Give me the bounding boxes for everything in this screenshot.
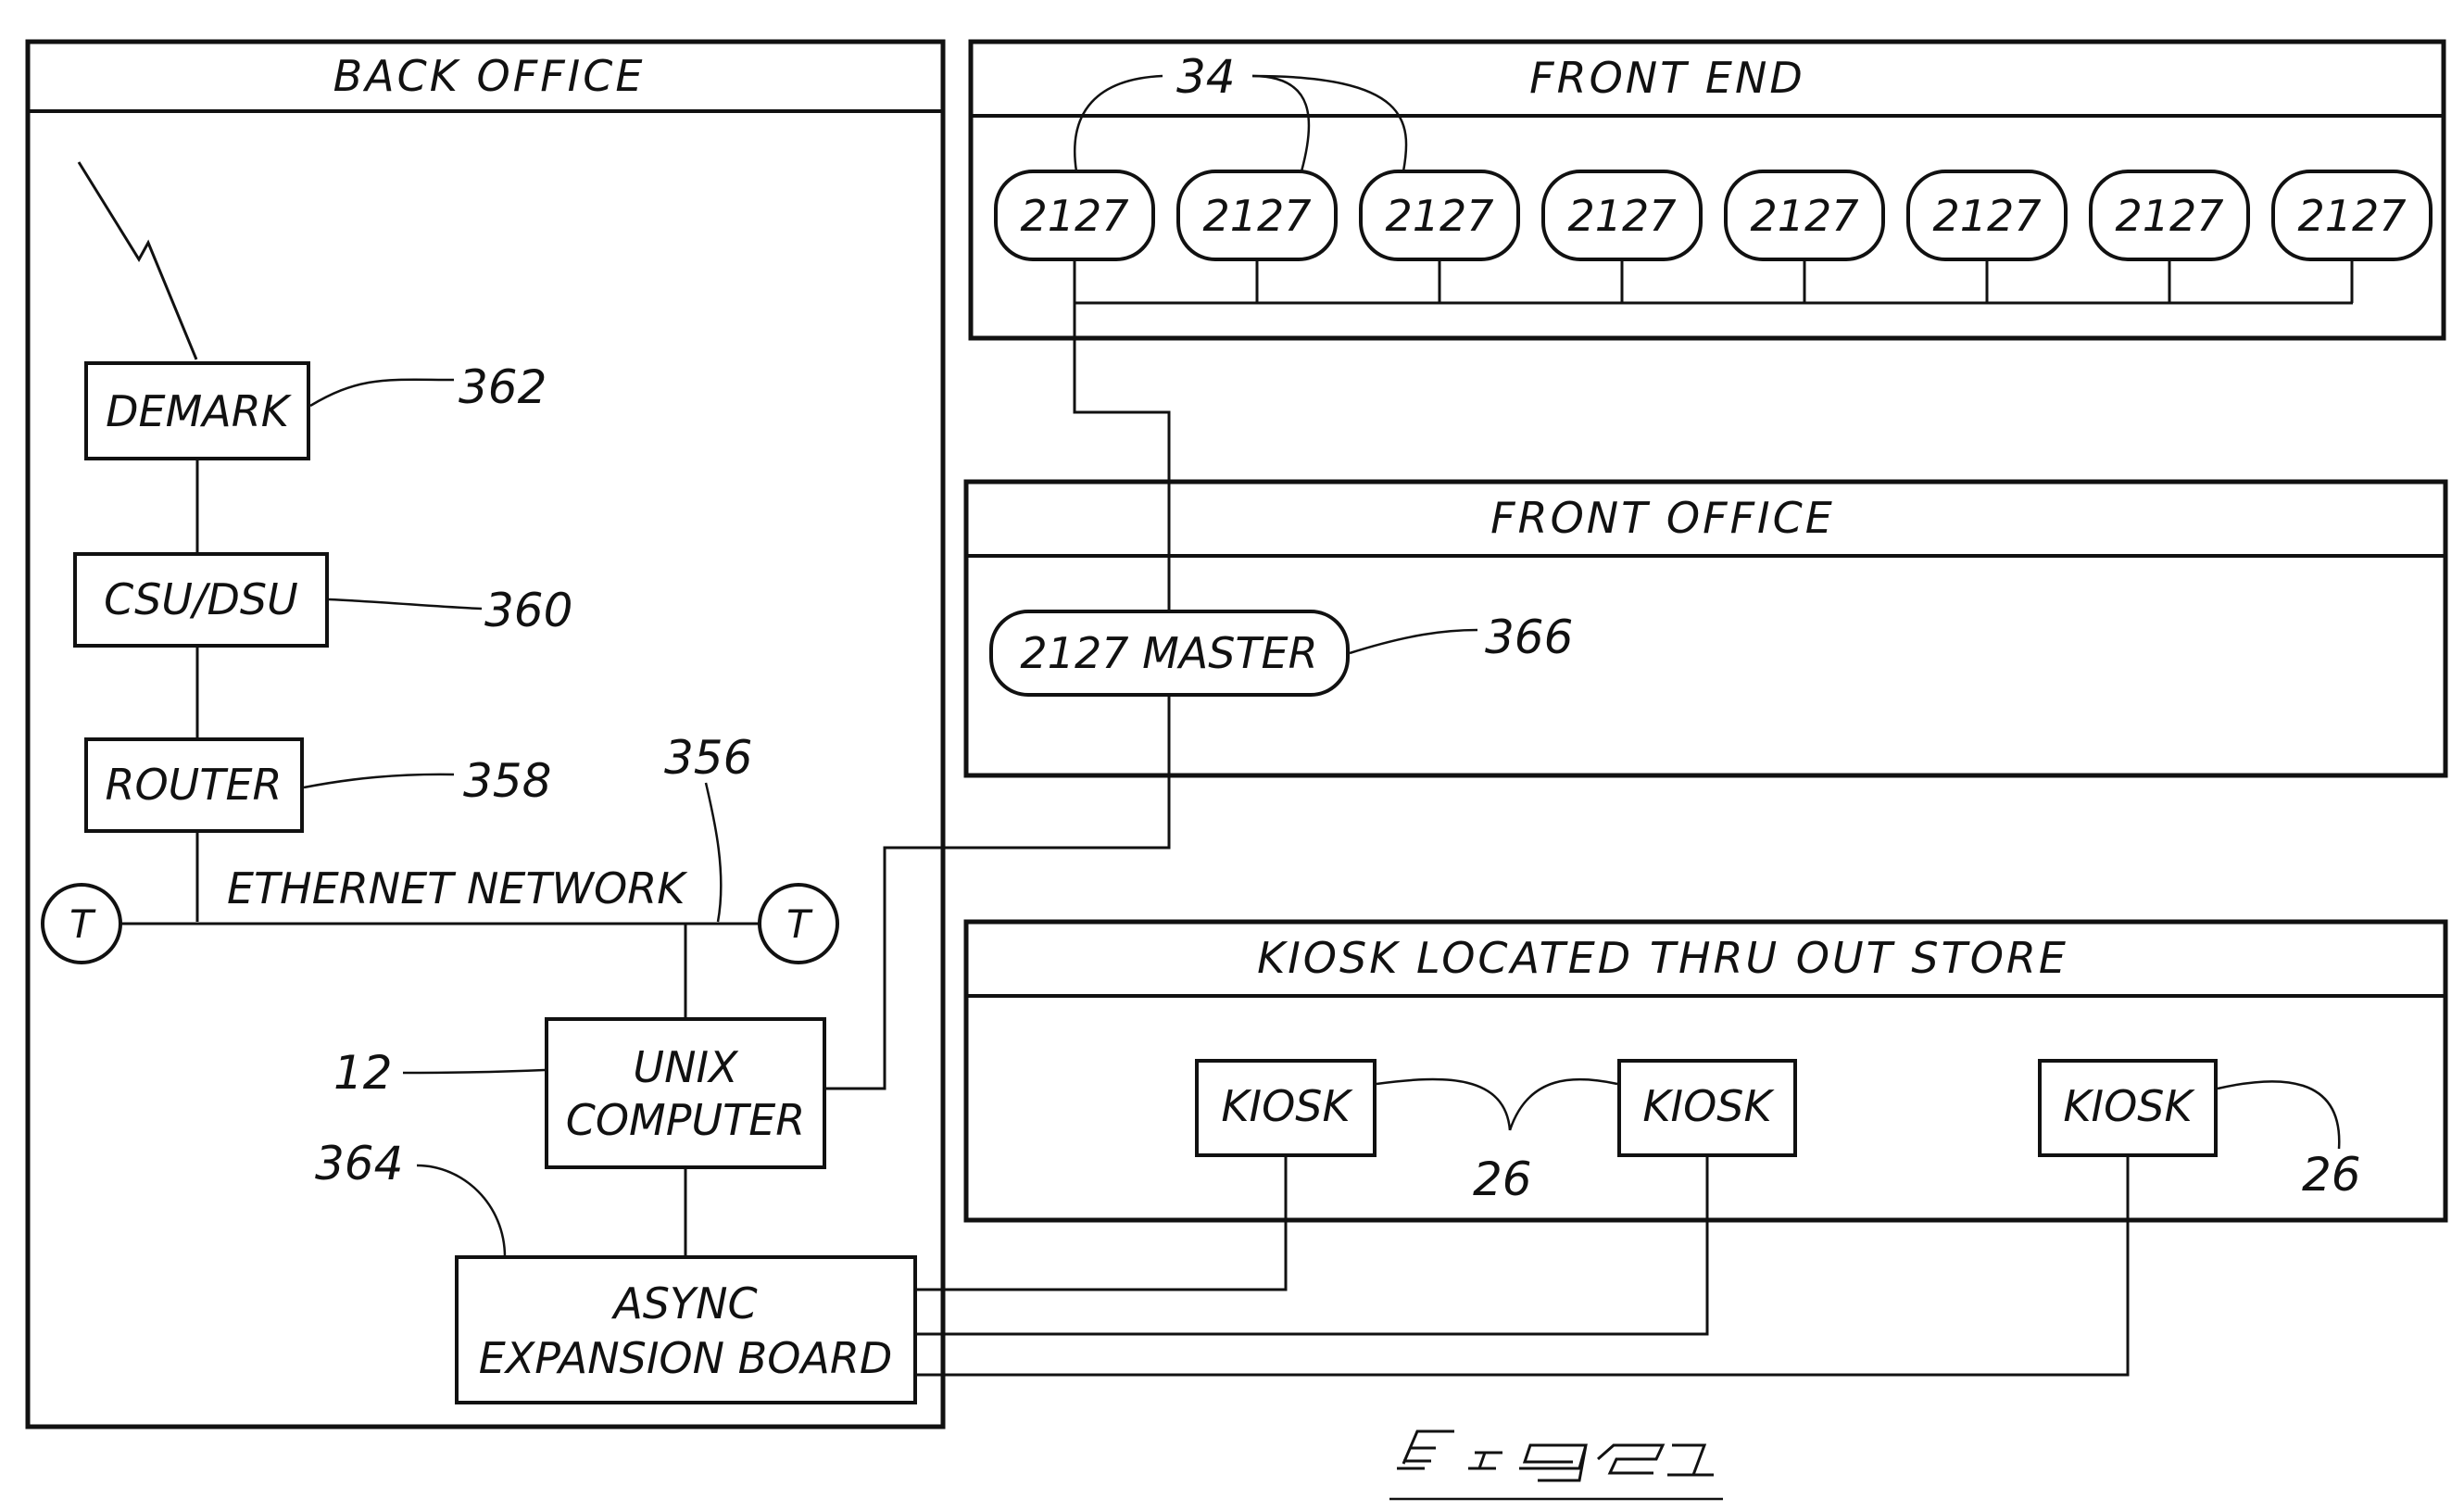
kiosk-box: KIOSK <box>2038 1059 2218 1157</box>
terminator-right: T <box>758 883 839 964</box>
async-label-line2: EXPANSION BOARD <box>479 1333 893 1383</box>
async-label-line1: ASYNC <box>610 1278 757 1328</box>
front-office-frame <box>963 479 2448 778</box>
kiosk-area-title: KIOSK LOCATED THRU OUT STORE <box>1257 933 2068 983</box>
ref-26: 26 <box>2302 1148 2361 1202</box>
ref-362: 362 <box>459 360 547 414</box>
ref-364-leader <box>416 1164 507 1258</box>
ref-358: 358 <box>463 754 551 808</box>
demark-label: DEMARK <box>106 386 293 436</box>
ref-26-leader <box>2217 1080 2341 1150</box>
ref-34-leader <box>1251 74 1311 172</box>
kiosk-box: KIOSK <box>1195 1059 1377 1157</box>
async-expansion-board-box: ASYNC EXPANSION BOARD <box>455 1255 917 1404</box>
kiosk-label: KIOSK <box>2063 1081 2195 1131</box>
ref-360: 360 <box>484 584 572 637</box>
terminal-2127-label: 2127 <box>1567 191 1676 241</box>
ref-362-leader <box>309 378 455 408</box>
wire-kiosk-1 <box>915 1155 1288 1291</box>
terminal-2127: 2127 <box>1176 170 1338 261</box>
terminator-left: T <box>41 883 122 964</box>
terminal-2127: 2127 <box>2089 170 2250 261</box>
terminator-right-label: T <box>786 901 813 947</box>
front-end-panel: FRONT END <box>968 39 2446 341</box>
wire-kiosk-3 <box>915 1155 2130 1377</box>
back-office-panel: BACK OFFICE <box>25 39 946 1429</box>
master-label: 2127 MASTER <box>1020 628 1317 678</box>
ref-34-leader <box>1251 74 1408 172</box>
front-office-panel: FRONT OFFICE <box>963 479 2448 778</box>
ref-26: 26 <box>1473 1152 1532 1206</box>
front-end-title: FRONT END <box>1529 53 1805 103</box>
back-office-title: BACK OFFICE <box>333 51 646 101</box>
ref-26-leader <box>1376 1077 1512 1131</box>
terminal-2127: 2127 <box>2271 170 2433 261</box>
terminal-2127-label: 2127 <box>1020 191 1128 241</box>
unix-computer-label-line2: COMPUTER <box>566 1095 806 1145</box>
figure-label-fig-21 <box>1389 1429 1723 1501</box>
wire-kiosk-2 <box>915 1155 1709 1336</box>
terminal-2127: 2127 <box>1541 170 1703 261</box>
terminal-2127-label: 2127 <box>1750 191 1858 241</box>
unix-computer-box: UNIX COMPUTER <box>545 1017 826 1169</box>
ref-26-leader <box>1508 1077 1618 1131</box>
terminal-2127-label: 2127 <box>2297 191 2406 241</box>
terminal-2127: 2127 <box>994 170 1155 261</box>
terminal-2127: 2127 <box>1906 170 2068 261</box>
ref-366-leader <box>1349 628 1478 655</box>
csu-dsu-label: CSU/DSU <box>104 574 298 624</box>
kiosk-box: KIOSK <box>1617 1059 1797 1157</box>
ref-360-leader <box>328 598 483 611</box>
ethernet-network-label: ETHERNET NETWORK <box>227 863 688 913</box>
terminal-2127-label: 2127 <box>2115 191 2223 241</box>
ref-364: 364 <box>315 1137 403 1190</box>
wire-front-end-to-master <box>1073 303 1171 611</box>
kiosk-label: KIOSK <box>1642 1081 1775 1131</box>
ref-356-leader <box>704 782 723 923</box>
kiosk-area-panel: KIOSK LOCATED THRU OUT STORE <box>963 919 2448 1223</box>
terminal-2127-label: 2127 <box>1202 191 1311 241</box>
ref-366: 366 <box>1485 611 1573 664</box>
unix-computer-label-line1: UNIX <box>633 1042 739 1092</box>
back-office-frame <box>25 39 946 1429</box>
terminal-2127: 2127 <box>1724 170 1885 261</box>
front-end-frame <box>968 39 2446 341</box>
front-office-title: FRONT OFFICE <box>1490 493 1835 543</box>
ref-358-leader <box>303 773 455 789</box>
ref-34: 34 <box>1176 50 1236 104</box>
ref-12: 12 <box>333 1046 393 1100</box>
csu-dsu-box: CSU/DSU <box>73 552 329 648</box>
router-box: ROUTER <box>84 737 304 833</box>
terminator-left-label: T <box>69 901 96 947</box>
wire-master-to-unix <box>824 695 1171 1090</box>
ref-34-leader <box>1074 74 1163 172</box>
kiosk-label: KIOSK <box>1221 1081 1353 1131</box>
ref-356: 356 <box>664 731 752 785</box>
terminal-2127-label: 2127 <box>1385 191 1493 241</box>
terminal-2127-label: 2127 <box>1932 191 2041 241</box>
router-label: ROUTER <box>106 760 283 810</box>
incoming-line-lightning-icon <box>77 161 198 360</box>
terminal-2127-master: 2127 MASTER <box>989 610 1350 697</box>
ref-12-leader <box>402 1068 546 1075</box>
terminal-2127: 2127 <box>1359 170 1520 261</box>
front-end-terminals: 2127 2127 2127 2127 2127 2127 2127 2127 <box>994 170 2433 261</box>
demark-box: DEMARK <box>84 361 310 460</box>
